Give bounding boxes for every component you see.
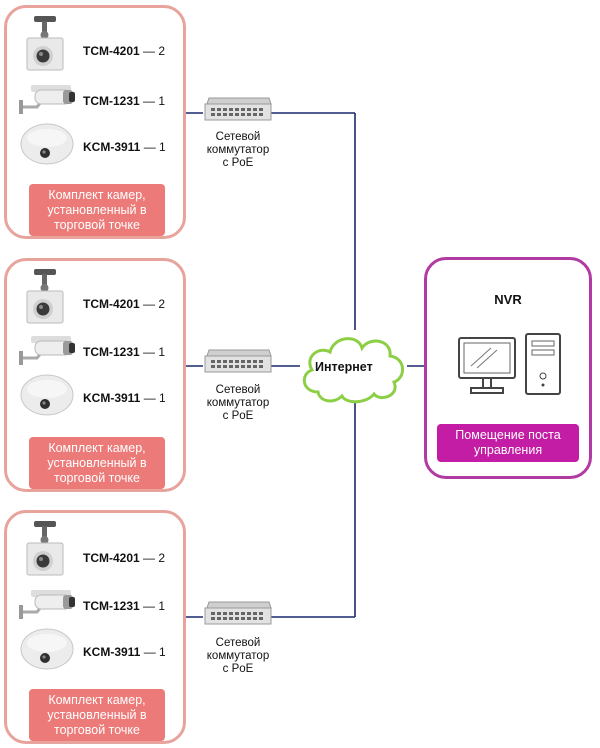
fisheye-camera-icon <box>20 123 74 165</box>
bullet-camera-icon <box>19 336 75 365</box>
camera-label: TCM-4201 — 2 <box>83 551 166 565</box>
bullet-camera-icon <box>19 85 75 114</box>
camera-label: TCM-1231 — 1 <box>83 599 166 613</box>
monitor-icon <box>458 337 516 394</box>
pc-tower-icon <box>525 333 561 395</box>
network-switch-icon <box>204 97 272 121</box>
cube-camera-icon <box>26 269 64 324</box>
cube-camera-icon <box>26 521 64 576</box>
camera-site-2: TCM-4201 — 2 TCM-1231 — 1 KCM-3911 — 1 К… <box>4 258 186 492</box>
cloud-icon <box>302 337 404 404</box>
fisheye-camera-icon <box>20 374 74 416</box>
site-caption: Комплект камер, установленный в торговой… <box>29 437 165 489</box>
camera-site-3: TCM-4201 — 2 TCM-1231 — 1 KCM-3911 — 1 К… <box>4 510 186 744</box>
camera-label: KCM-3911 — 1 <box>83 645 166 659</box>
camera-label: TCM-1231 — 1 <box>83 345 166 359</box>
nvr-caption: Помещение поста управления <box>437 424 579 462</box>
camera-label: TCM-4201 — 2 <box>83 44 166 58</box>
cube-camera-icon <box>26 16 64 71</box>
fisheye-camera-icon <box>20 628 74 670</box>
camera-label: TCM-4201 — 2 <box>83 297 166 311</box>
internet-label: Интернет <box>315 360 373 374</box>
nvr-control-room: NVR Помещение поста управления <box>424 257 592 479</box>
camera-site-1: TCM-4201 — 2 TCM-1231 — 1 KCM-3911 — 1 К… <box>4 5 186 239</box>
nvr-title: NVR <box>494 292 522 307</box>
camera-label: KCM-3911 — 1 <box>83 140 166 154</box>
camera-label: KCM-3911 — 1 <box>83 391 166 405</box>
network-switch-icon <box>204 349 272 373</box>
bullet-camera-icon <box>19 590 75 619</box>
camera-label: TCM-1231 — 1 <box>83 94 166 108</box>
network-switch-icon <box>204 601 272 625</box>
site-caption: Комплект камер, установленный в торговой… <box>29 689 165 741</box>
site-caption: Комплект камер, установленный в торговой… <box>29 184 165 236</box>
